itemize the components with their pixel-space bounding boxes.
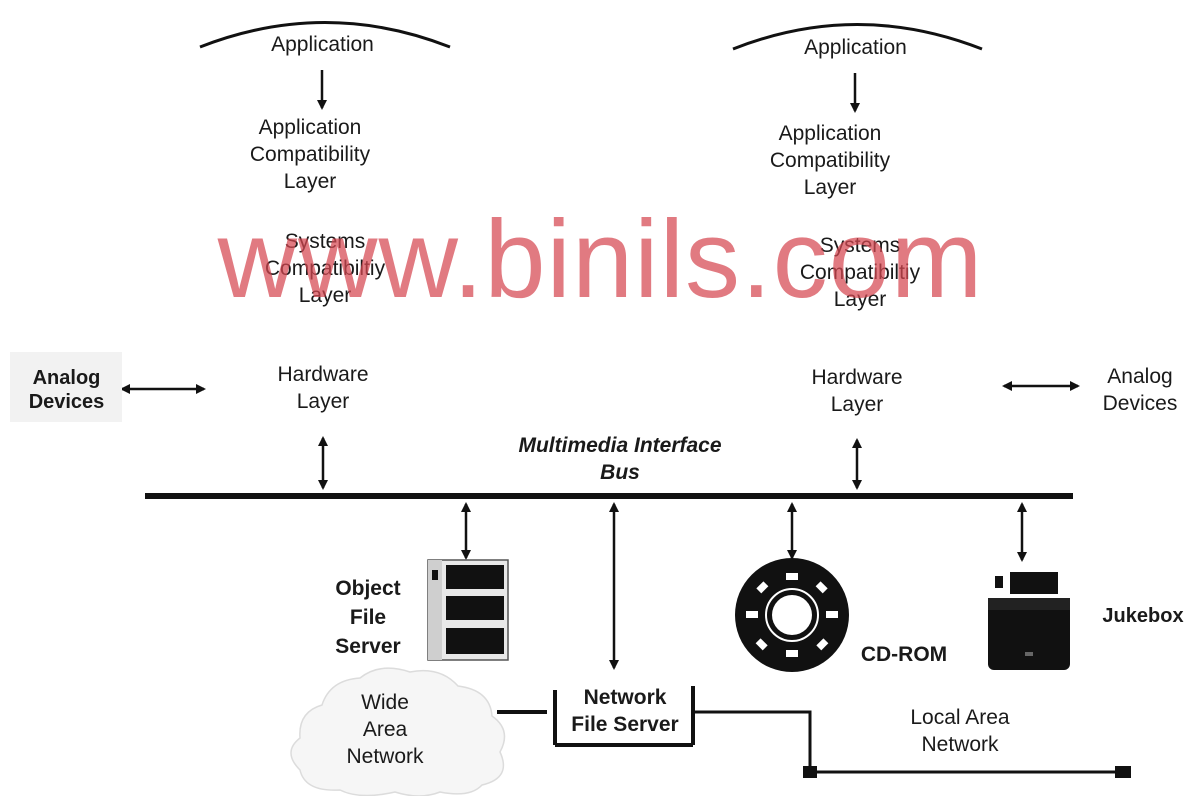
jukebox-icon <box>988 572 1070 670</box>
right-application-label: Application <box>804 36 907 59</box>
lan-connector <box>693 710 1125 774</box>
wan-label: Wide Area Network <box>346 691 424 768</box>
left-application-label: Application <box>271 33 374 56</box>
right-sys-compat-layer: Systems Compatibiltiy Layer <box>799 234 921 311</box>
right-app-compat-layer: Application Compatibility Layer <box>769 122 891 199</box>
right-application-arc <box>732 23 983 51</box>
left-analog-box <box>10 352 122 422</box>
bus-line <box>145 493 1073 499</box>
left-app-compat-layer: Application Compatibility Layer <box>249 116 371 193</box>
object-file-server-icon <box>427 559 509 661</box>
left-hardware-layer: Hardware Layer <box>277 363 369 413</box>
left-sys-compat-layer: Systems Compatibiltiy Layer <box>264 230 386 307</box>
jukebox-label: Jukebox <box>1102 605 1184 627</box>
right-analog-devices: Analog Devices <box>1102 365 1178 415</box>
object-file-server-label: Object File Server <box>335 577 401 658</box>
lan-node-left <box>803 766 817 778</box>
right-hardware-layer: Hardware Layer <box>811 366 903 416</box>
network-file-server-label: Network File Server <box>571 686 679 736</box>
lan-label: Local Area Network <box>910 706 1010 756</box>
cd-rom-label: CD-ROM <box>860 643 948 666</box>
wan-cloud <box>290 667 506 796</box>
left-analog-devices: Analog Devices <box>28 367 105 413</box>
lan-node-right <box>1115 766 1131 778</box>
left-application-arc <box>199 21 451 49</box>
bus-label: Multimedia Interface Bus <box>518 434 722 484</box>
cd-rom-icon <box>735 558 849 672</box>
